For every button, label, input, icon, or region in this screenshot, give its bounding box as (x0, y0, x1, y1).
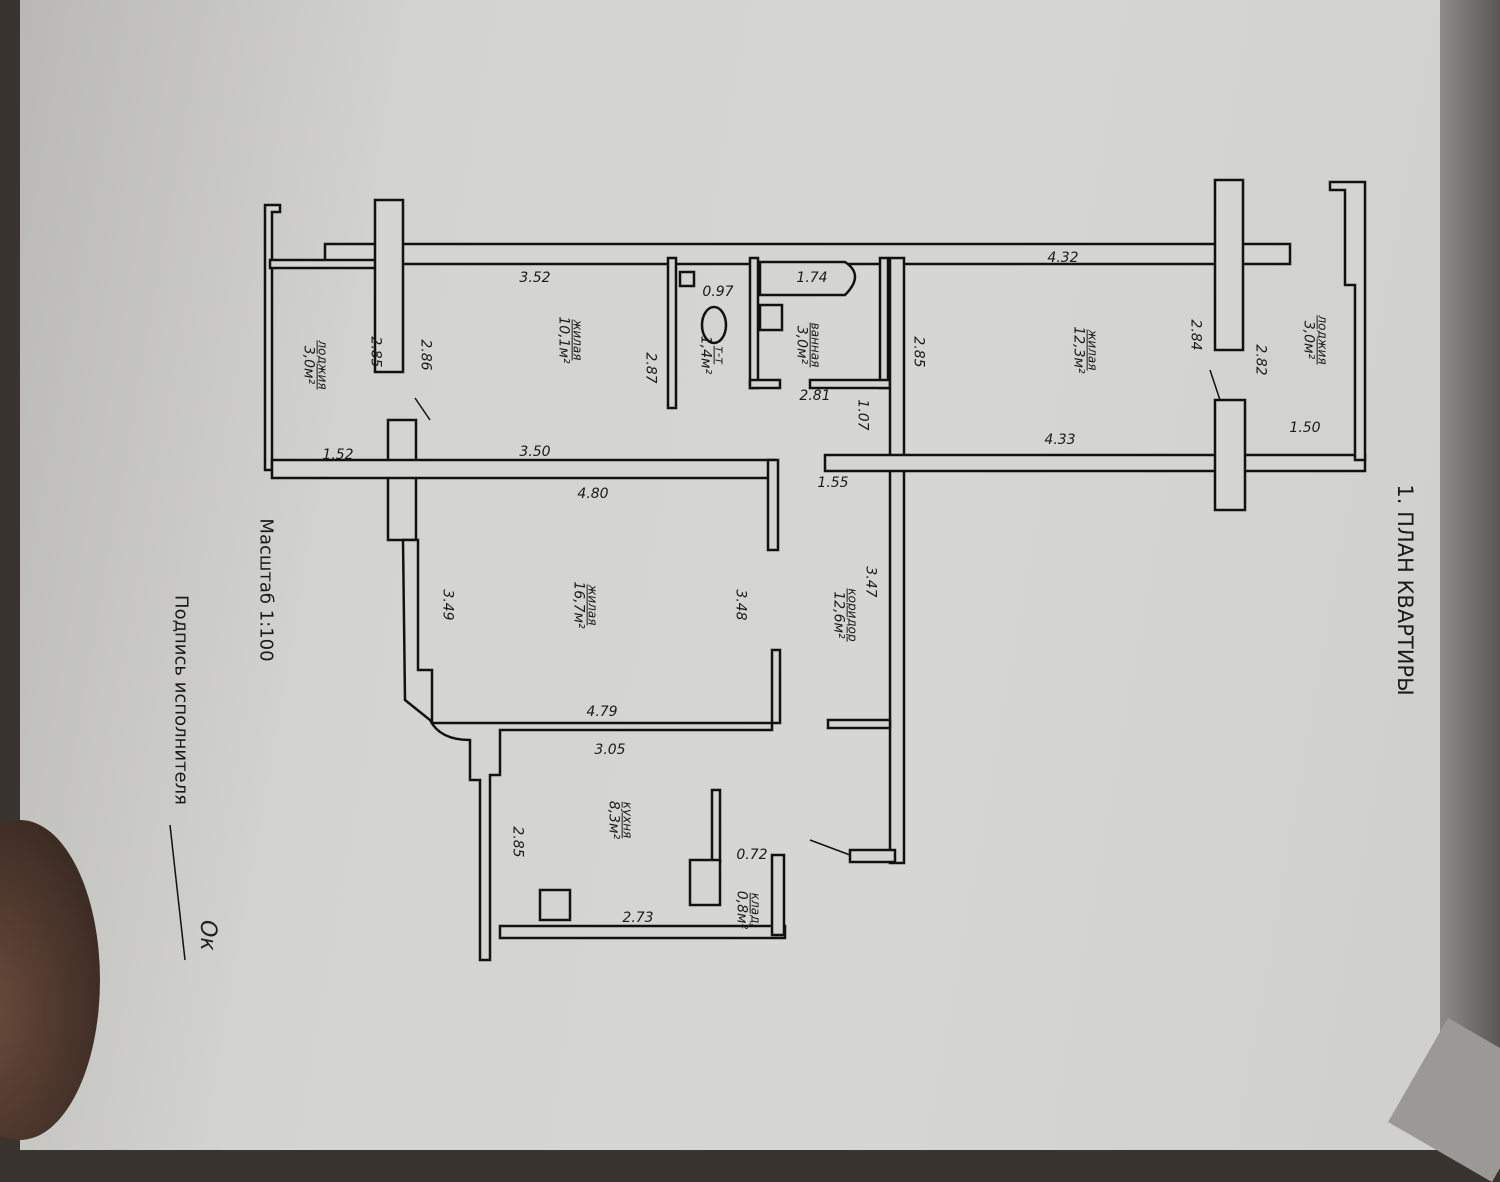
dimension: 1.55 (817, 475, 849, 491)
dimension: 4.79 (586, 704, 618, 720)
room-storage: клад.0,8м² (734, 890, 763, 930)
wall (770, 853, 786, 937)
wall (888, 256, 906, 865)
dimension: 2.84 (1187, 319, 1204, 351)
signature: Ок (195, 920, 220, 951)
wall (1328, 180, 1367, 462)
dimension: 1.50 (1289, 420, 1321, 436)
plan-title: 1. ПЛАН КВАРТИРЫ (1393, 484, 1418, 696)
wall (1213, 178, 1245, 352)
wall (823, 453, 1367, 473)
toilet (700, 305, 728, 345)
dimension: 2.86 (417, 339, 434, 371)
stove (538, 888, 572, 922)
wall (268, 258, 382, 270)
wall (766, 458, 780, 552)
wall (263, 203, 282, 472)
bathtub (758, 260, 857, 297)
dimension: 4.33 (1044, 432, 1076, 448)
dimension: 3.50 (519, 444, 551, 460)
dimension: 3.48 (732, 589, 749, 621)
dimension: 3.52 (519, 270, 551, 286)
dimension: 2.85 (509, 826, 526, 858)
dimension: 1.07 (854, 399, 871, 431)
wall (710, 788, 722, 864)
scale-label: Масштаб 1:100 (255, 518, 277, 662)
dimension: 2.81 (799, 388, 831, 404)
dimension: 2.85 (910, 336, 927, 368)
dimension: 1.74 (796, 270, 828, 286)
wall (878, 256, 890, 390)
dimension: 3.49 (439, 589, 456, 621)
wall (748, 256, 760, 390)
floor-plan (169, 178, 1367, 962)
wall (748, 378, 782, 390)
wall (808, 378, 892, 390)
dimension: 1.52 (322, 447, 354, 463)
dimension: 3.05 (594, 742, 626, 758)
wall (1213, 398, 1247, 512)
wall (826, 718, 892, 730)
dimension: 4.32 (1047, 250, 1079, 266)
dimension: 2.87 (642, 352, 659, 384)
wall (386, 418, 418, 542)
wall (373, 198, 405, 374)
sink (758, 303, 784, 332)
vent (678, 270, 696, 288)
wall (401, 538, 782, 962)
dimension: 3.47 (862, 566, 879, 598)
page-edge (1440, 0, 1500, 1125)
dimension: 0.72 (736, 847, 768, 863)
dimension: 2.73 (622, 910, 654, 926)
dimension: 4.80 (577, 486, 609, 502)
wall (848, 848, 897, 864)
signature-label: Подпись исполнителя (170, 595, 192, 805)
wall (688, 858, 722, 907)
dimension: 2.82 (1252, 344, 1269, 376)
dimension: 2.85 (367, 336, 384, 368)
wall (666, 256, 678, 410)
dimension: 0.97 (702, 284, 734, 300)
